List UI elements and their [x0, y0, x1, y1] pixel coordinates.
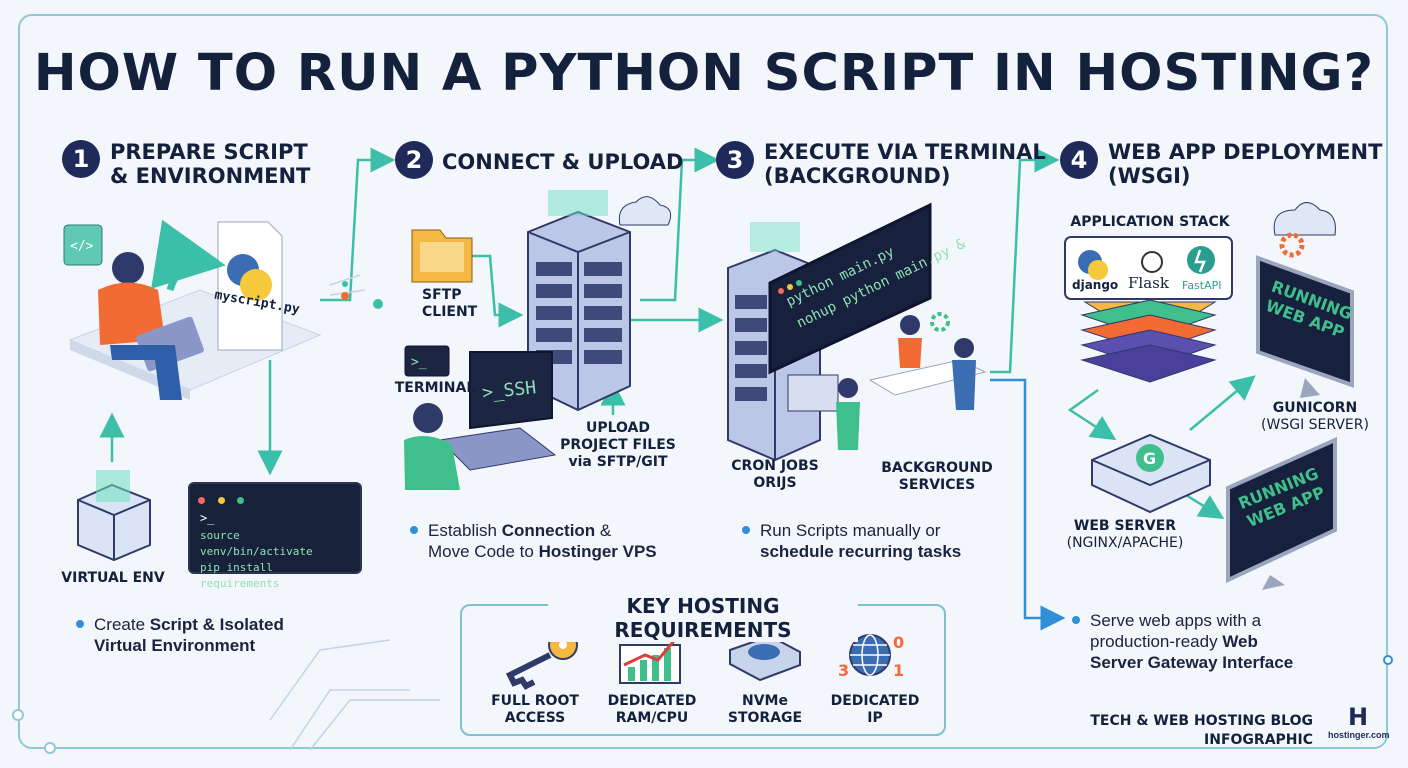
corner-dot [1383, 655, 1393, 665]
terminal-prompt: >_ [200, 511, 215, 525]
brand-domain: hostinger.com [1328, 730, 1390, 740]
svg-text:</>: </> [70, 239, 94, 254]
bullet-dot [76, 619, 84, 628]
disk-icon [729, 634, 801, 682]
page-title: HOW TO RUN A PYTHON SCRIPT IN HOSTING? [33, 44, 1375, 103]
terminal-label: TERMINAL [394, 380, 476, 396]
infographic-frame [18, 14, 1388, 749]
svg-text:3: 3 [838, 661, 849, 680]
step-1-title: PREPARE SCRIPT& ENVIRONMENT [110, 140, 311, 188]
brand-logo: H hostinger.com [1328, 703, 1390, 740]
step3-illustration [727, 202, 987, 462]
svg-text:G: G [1143, 449, 1156, 468]
bullet-dot [410, 525, 418, 534]
terminal-line-2: pip install requirements [200, 561, 280, 590]
step-4-description: Serve web apps with a production-ready W… [1072, 610, 1293, 673]
step-2-number: 2 [395, 141, 433, 179]
application-stack-label: APPLICATION STACK [1070, 214, 1230, 230]
chart-icon [619, 635, 681, 684]
svg-text:>_: >_ [411, 355, 427, 370]
venv-terminal: >_ source venv/bin/activate pip install … [188, 482, 362, 590]
circuit-decoration [269, 274, 440, 751]
brand-mark-icon: H [1347, 703, 1369, 731]
step-4-number: 4 [1060, 141, 1098, 179]
step-2-description: Establish Connection & Move Code to Host… [410, 520, 657, 562]
step1-illustration: </> [63, 219, 322, 562]
fastapi-label: FastAPI [1182, 279, 1222, 292]
svg-text:0: 0 [893, 633, 904, 652]
globe-icon: 0 1 3 [838, 633, 904, 680]
bullet-dot [1072, 615, 1080, 624]
step4-illustration: G [1064, 202, 1354, 590]
requirements-title: KEY HOSTING REQUIREMENTS [548, 594, 858, 642]
venv-box-icon [77, 470, 151, 562]
django-label: django [1072, 278, 1119, 292]
corner-dot [44, 742, 56, 754]
venv-label: VIRTUAL ENV [61, 570, 165, 586]
bullet-dot [742, 525, 750, 534]
step-3-description: Run Scripts manually or schedule recurri… [742, 520, 961, 562]
step-1-description: Create Script & Isolated Virtual Environ… [76, 614, 284, 656]
step-4-title: WEB APP DEPLOYMENT(WSGI) [1108, 140, 1383, 188]
step2-illustration: >_ [404, 190, 672, 490]
web-server-label: WEB SERVER(NGINX/APACHE) [1066, 518, 1184, 551]
gunicorn-label: GUNICORN(WSGI SERVER) [1261, 400, 1369, 433]
svg-text:1: 1 [893, 661, 904, 680]
step-3-number: 3 [716, 141, 754, 179]
requirement-icons: 0 1 3 [505, 630, 904, 690]
step-1-number: 1 [62, 140, 100, 178]
corner-dot [12, 709, 24, 721]
flask-label: Flask [1128, 274, 1169, 292]
step-3-title: EXECUTE VIA TERMINAL(BACKGROUND) [764, 140, 1046, 188]
terminal-line-1: source venv/bin/activate [200, 529, 313, 558]
step-2-title: CONNECT & UPLOAD [442, 150, 684, 174]
